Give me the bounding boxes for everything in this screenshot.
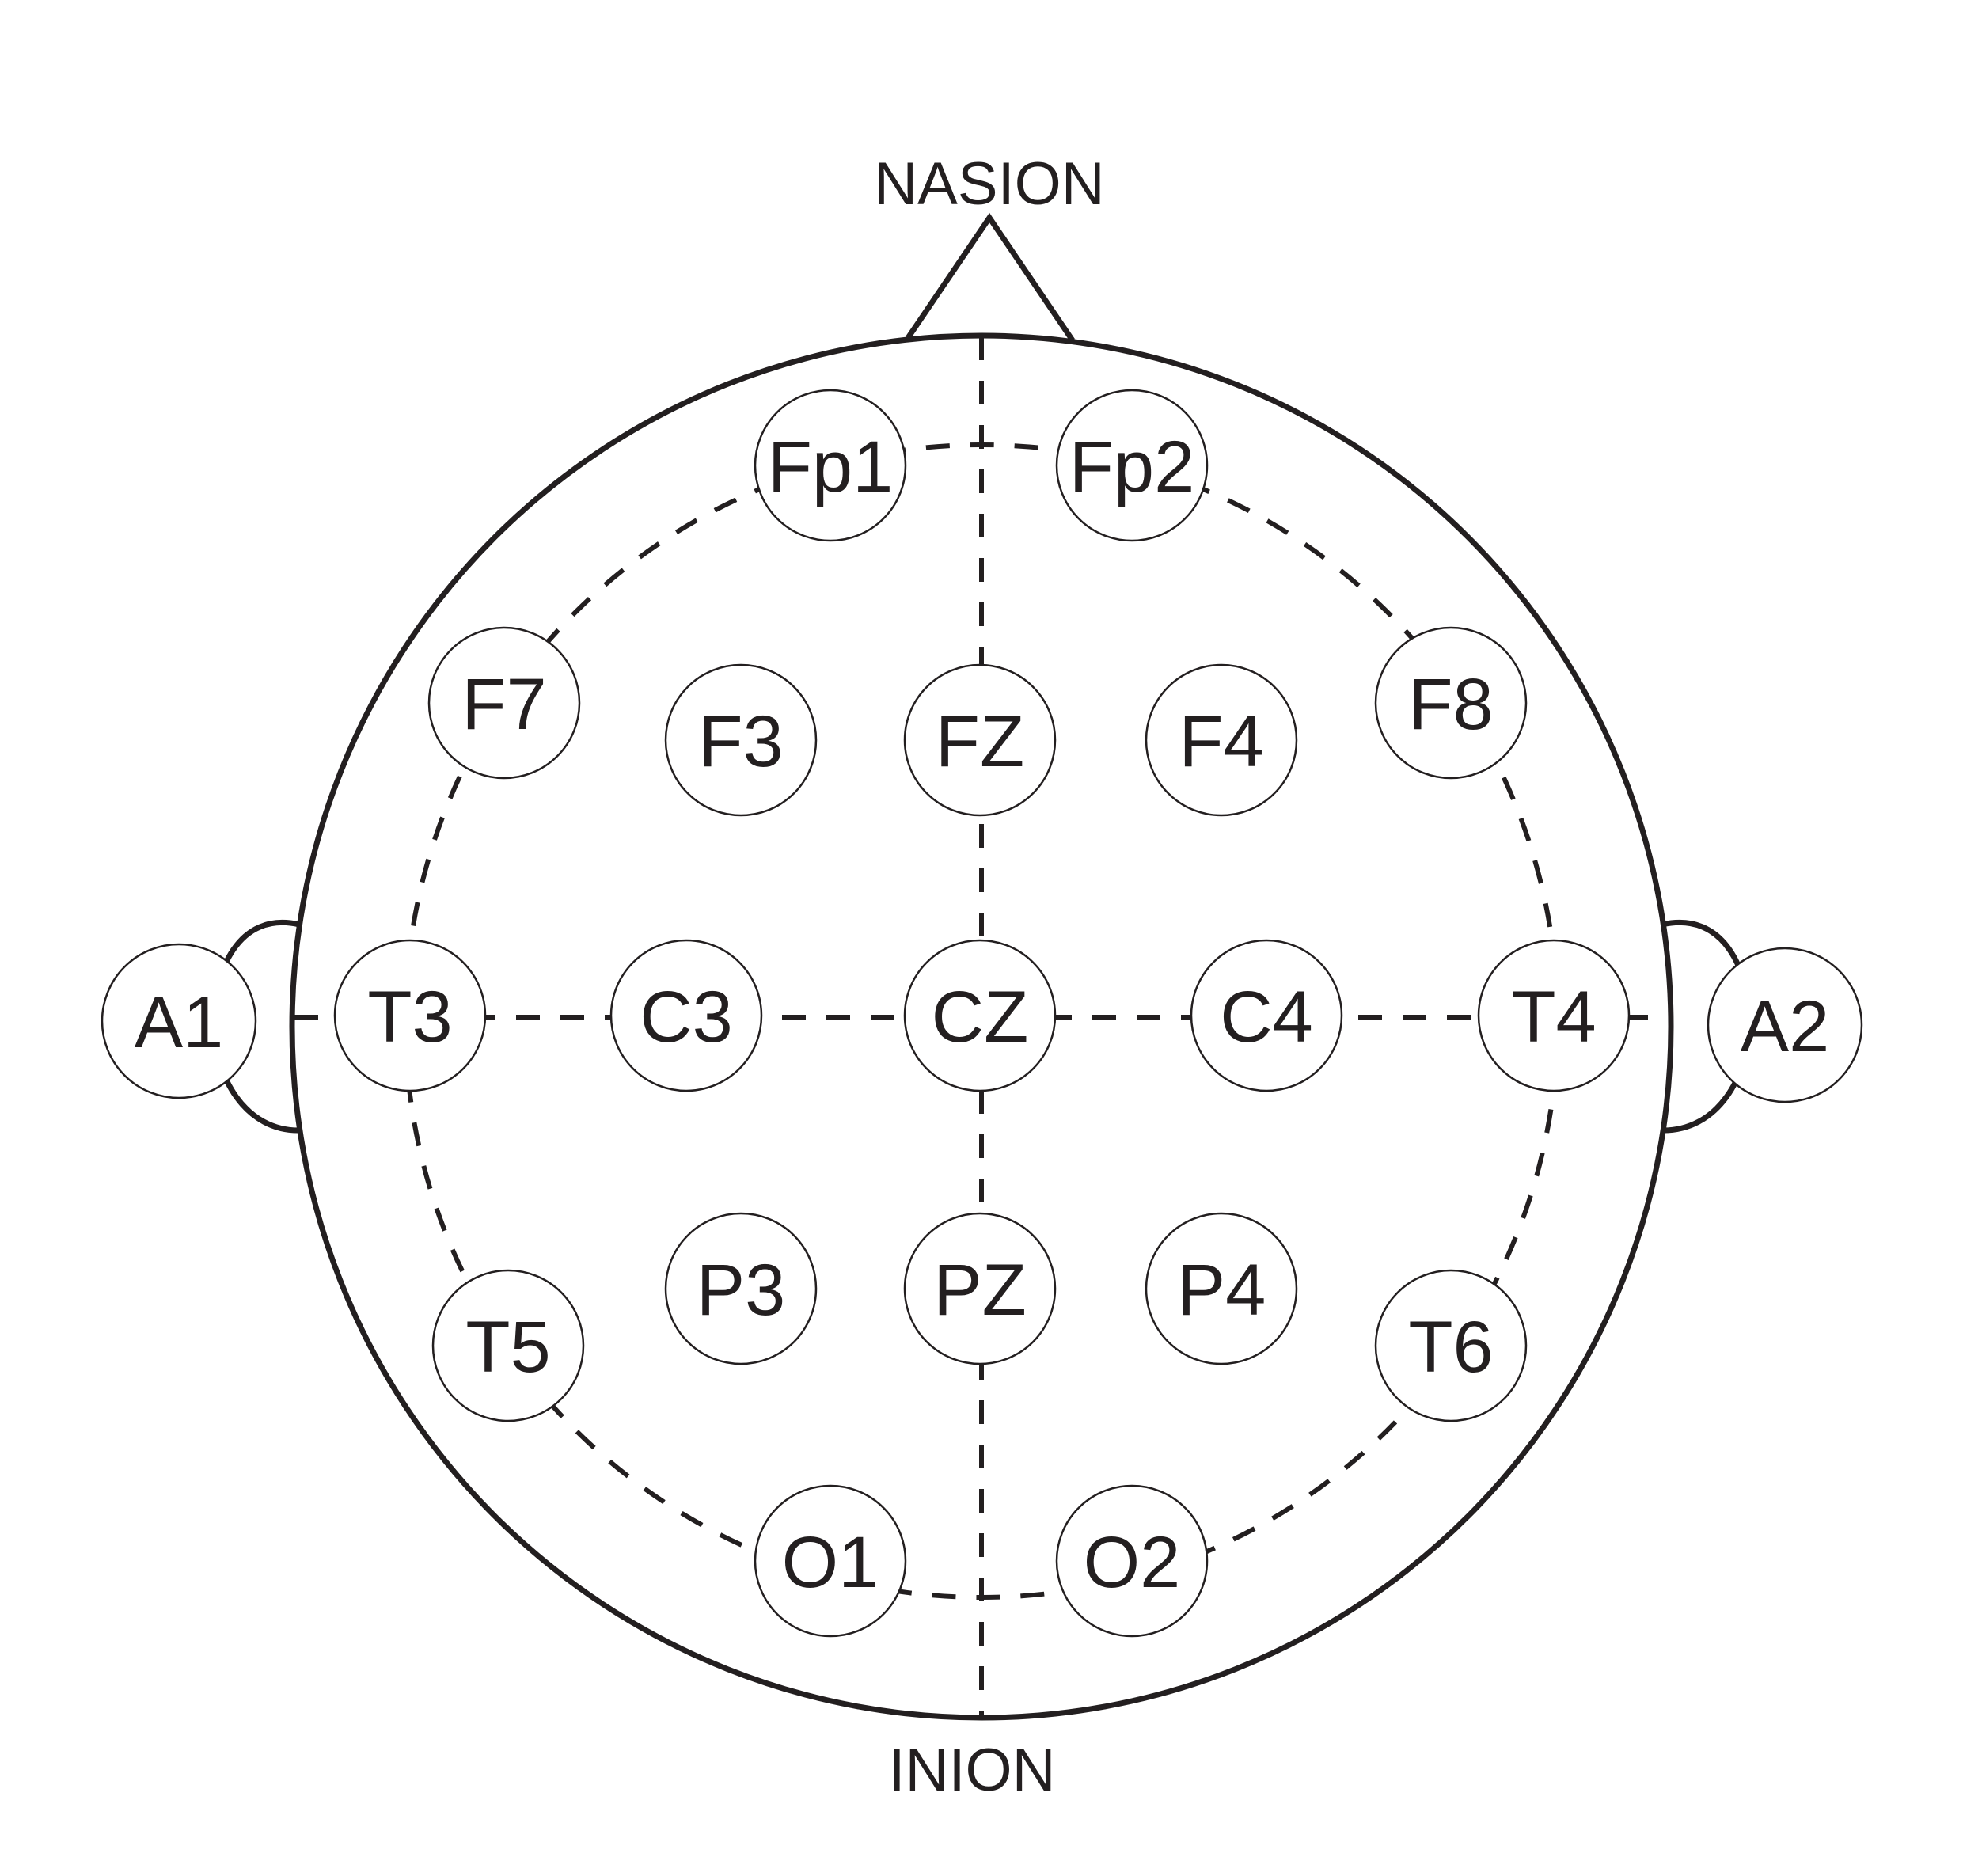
electrode-label: F8 [1408,664,1493,745]
electrode-fp2: Fp2 [1055,389,1209,542]
electrode-f3: F3 [664,663,818,817]
electrode-f8: F8 [1374,626,1528,780]
electrode-circle [903,663,1057,817]
electrode-label: P3 [697,1250,786,1331]
electrode-t3: T3 [333,939,487,1092]
electrode-label: F3 [698,701,783,782]
electrode-o1: O1 [754,1484,907,1638]
electrode-circle [1145,1212,1298,1365]
electrode-circle [1055,389,1209,542]
electrode-label: A1 [135,982,224,1063]
electrode-circle [1477,939,1631,1092]
electrode-cz: CZ [903,939,1057,1092]
electrode-circle [101,943,257,1099]
electrode-c3: C3 [609,939,763,1092]
electrode-circle [903,1212,1057,1365]
electrode-label: F7 [461,664,546,745]
electrode-t5: T5 [431,1269,585,1422]
electrode-circle [427,626,581,780]
electrode-label: T6 [1408,1307,1493,1388]
electrode-f4: F4 [1145,663,1298,817]
electrode-circle [754,389,907,542]
electrode-circle [754,1484,907,1638]
electrode-circle [1707,947,1863,1103]
electrode-label: O2 [1084,1522,1181,1603]
inion-label: INION [888,1737,1055,1804]
electrode-label: Fp1 [768,427,894,507]
electrode-fz: FZ [903,663,1057,817]
electrode-label: T3 [367,977,452,1058]
electrode-f7: F7 [427,626,581,780]
electrode-c4: C4 [1190,939,1343,1092]
electrode-label: T5 [465,1307,550,1388]
nasion-label: NASION [874,150,1104,218]
electrode-circle [1190,939,1343,1092]
electrode-circle [664,1212,818,1365]
nose-outline [906,212,1075,342]
electrode-label: A2 [1741,986,1830,1067]
electrode-a2: A2 [1707,947,1863,1103]
electrode-fp1: Fp1 [754,389,907,542]
electrode-label: PZ [933,1250,1027,1331]
electrode-t4: T4 [1477,939,1631,1092]
electrode-circle [664,663,818,817]
electrode-p4: P4 [1145,1212,1298,1365]
electrode-circle [1374,1269,1528,1422]
electrode-label: O1 [782,1522,879,1603]
electrode-p3: P3 [664,1212,818,1365]
electrode-circle [431,1269,585,1422]
electrode-t6: T6 [1374,1269,1528,1422]
electrode-circle [609,939,763,1092]
electrode-label: C4 [1220,977,1313,1058]
electrode-label: CZ [932,977,1029,1058]
electrode-label: FZ [936,701,1024,782]
electrode-o2: O2 [1055,1484,1209,1638]
electrode-label: T4 [1511,977,1596,1058]
electrode-circle [333,939,487,1092]
electrode-circle [1145,663,1298,817]
electrode-circle [1374,626,1528,780]
electrode-label: C3 [640,977,733,1058]
electrode-circle [1055,1484,1209,1638]
electrode-circle [903,939,1057,1092]
electrode-a1: A1 [101,943,257,1099]
electrode-pz: PZ [903,1212,1057,1365]
electrode-label: Fp2 [1069,427,1195,507]
electrode-label: F4 [1179,701,1263,782]
electrode-label: P4 [1177,1250,1266,1331]
